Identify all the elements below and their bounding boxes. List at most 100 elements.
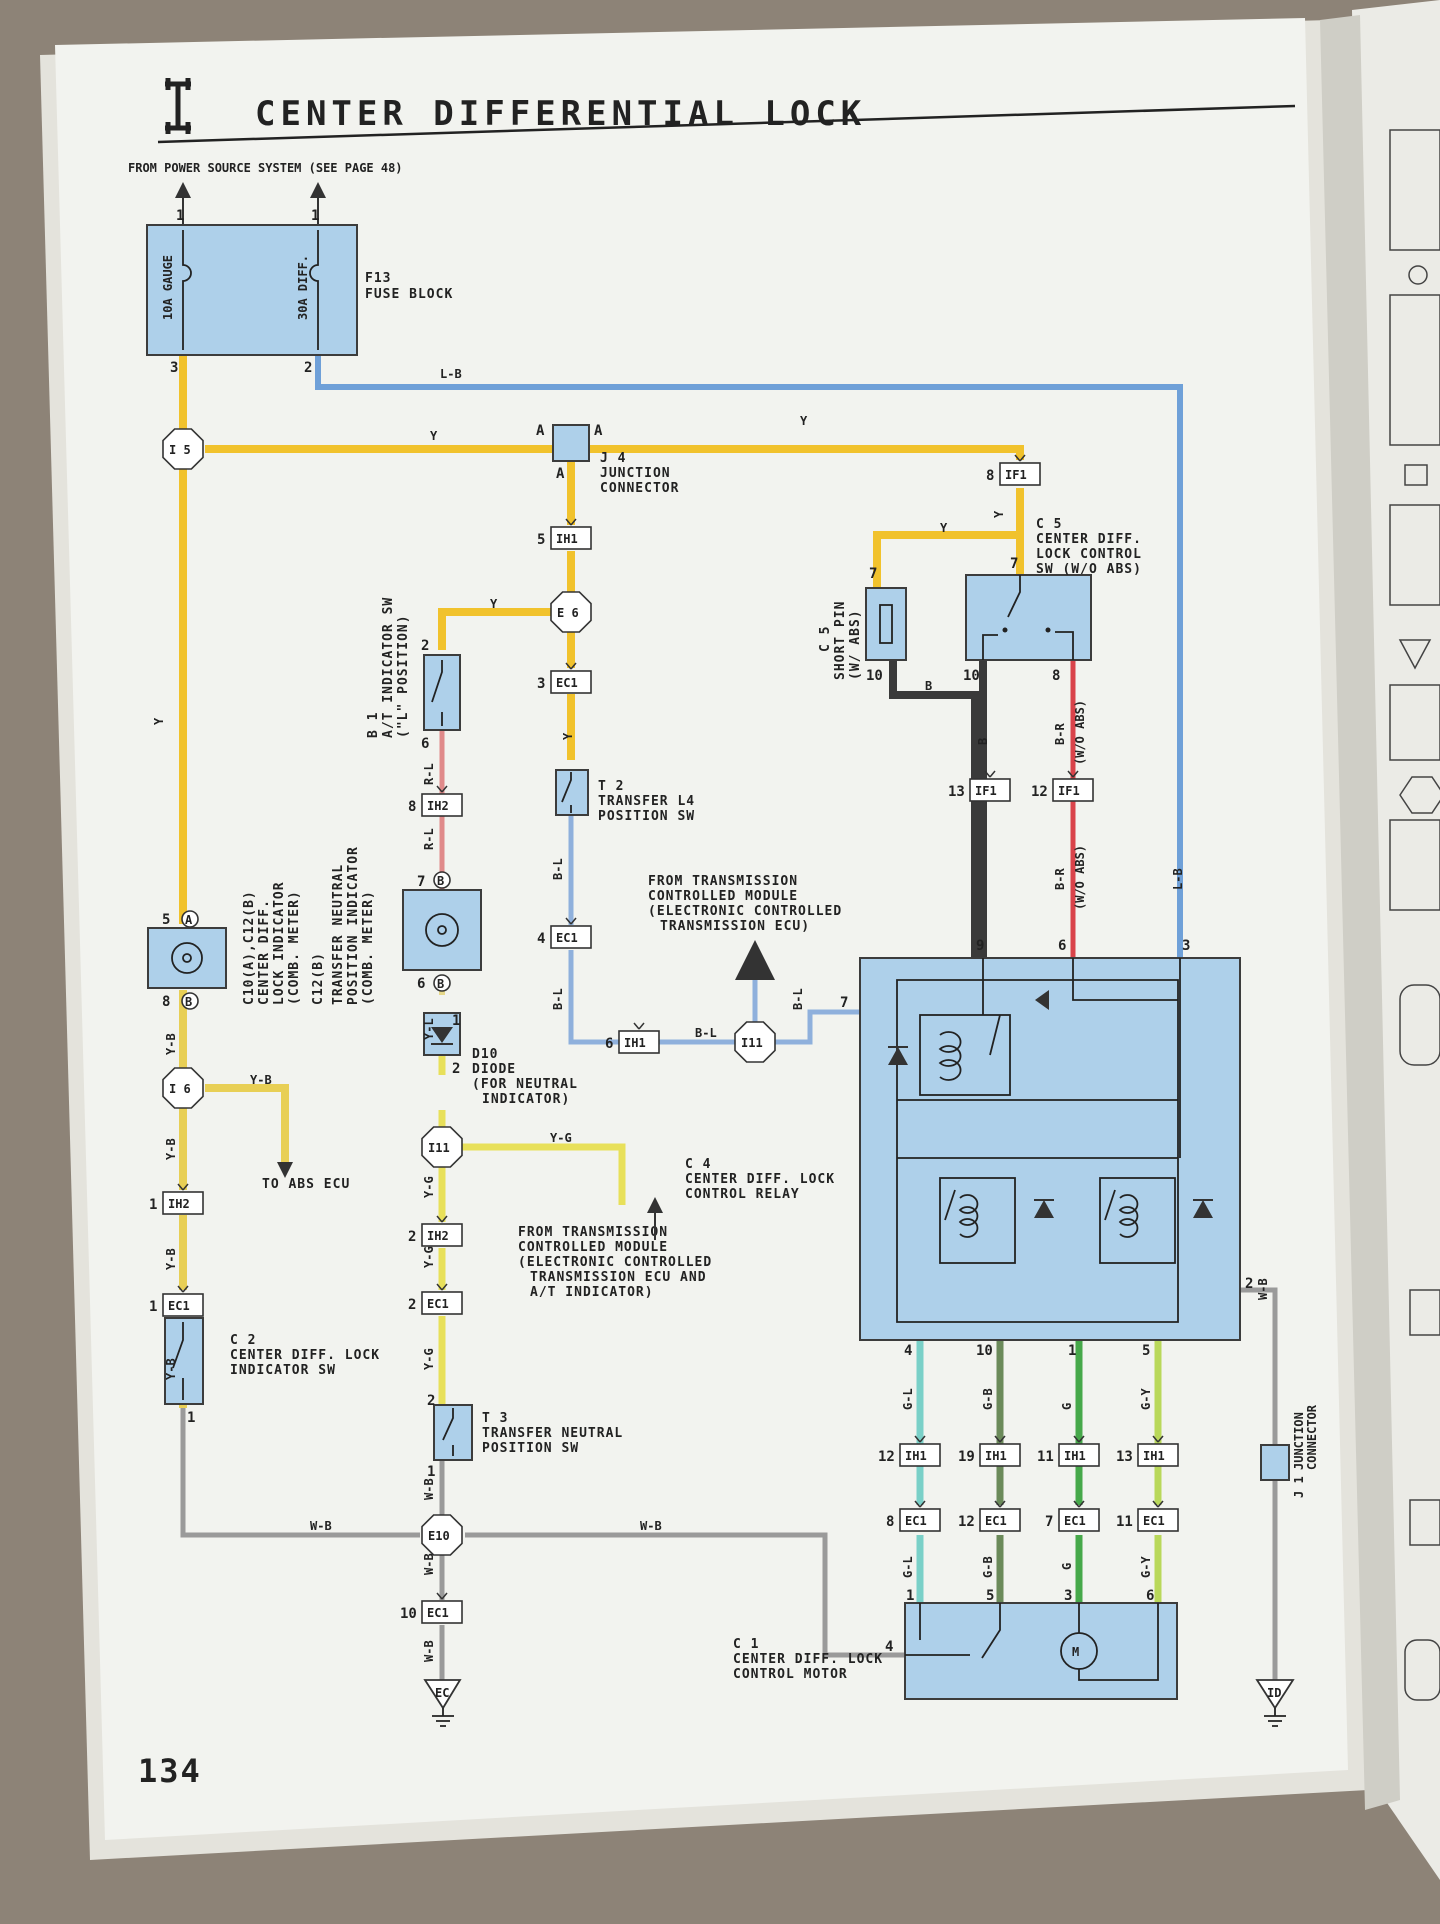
connector-code: EC1 xyxy=(985,1514,1007,1528)
junction-body xyxy=(552,424,590,462)
connector-code: IH1 xyxy=(1064,1449,1086,1463)
wire-color-label: Y-B xyxy=(164,1033,178,1055)
pin-label: 3 xyxy=(1182,938,1190,954)
connector-chevron xyxy=(1157,1435,1164,1443)
connector-chevron xyxy=(182,1285,189,1293)
pin-label: 6 xyxy=(1058,938,1066,954)
component-code: C 5 xyxy=(1036,517,1062,532)
connector-chevron xyxy=(436,1283,443,1291)
diode-icon xyxy=(431,1027,453,1043)
switch-icon xyxy=(561,772,572,813)
splice-label: I11 xyxy=(741,1036,763,1050)
switch-body xyxy=(555,769,589,816)
pin-label: 6 xyxy=(417,976,425,992)
pin-label: 1 xyxy=(427,1464,435,1480)
component-name: CENTER DIFF. xyxy=(257,899,272,1005)
splice-point xyxy=(162,1067,204,1109)
wire-color-label: G-L xyxy=(901,1388,915,1410)
switch-icon xyxy=(172,1322,184,1400)
component-name: TRANSFER NEUTRAL xyxy=(331,864,346,1005)
connector-code: IH2 xyxy=(427,1229,449,1243)
connector xyxy=(1137,1443,1179,1467)
wire-color-label: G-L xyxy=(901,1556,915,1578)
component-code: T 2 xyxy=(598,779,624,794)
pin-label: 6 xyxy=(1146,1588,1154,1604)
component-code: J 1 xyxy=(1292,1476,1306,1498)
switch-leads xyxy=(982,631,1074,660)
wire-color-label: L-B xyxy=(1171,868,1185,890)
diode-icon xyxy=(1035,990,1049,1010)
wire-color-label: W-B xyxy=(422,1640,436,1662)
connector-chevron xyxy=(989,770,996,778)
fuse-left-label: 10A GAUGE xyxy=(161,255,175,320)
connector-chevron xyxy=(914,1500,921,1508)
connector-chevron xyxy=(1073,1435,1080,1443)
short-pin-body xyxy=(865,587,907,661)
splice-label: I 5 xyxy=(169,443,191,457)
wire-color-label: B-L xyxy=(551,858,565,880)
splice-label: E 6 xyxy=(557,606,579,620)
lamp-icon xyxy=(182,953,192,963)
wire-color-label: (W/O ABS) xyxy=(1073,845,1087,910)
connector xyxy=(979,1508,1021,1532)
wire-color-label: Y-G xyxy=(550,1131,572,1145)
switch-icon xyxy=(431,660,443,726)
component-name: TRANSFER NEUTRAL xyxy=(482,1426,623,1441)
component-name: CENTER DIFF. LOCK xyxy=(685,1172,835,1187)
wire-color-label: B xyxy=(976,738,990,745)
connector xyxy=(162,1293,204,1317)
component-code: C 5 xyxy=(818,626,833,652)
component-name: SW (W/O ABS) xyxy=(1036,562,1142,577)
connector-chevron xyxy=(441,785,448,793)
component-name: CONNECTOR xyxy=(1305,1404,1319,1470)
wire-yb-abs xyxy=(205,1084,289,1165)
fuse-block-body xyxy=(146,224,358,356)
wire-wb-c1 xyxy=(465,1532,905,1658)
wire-color-label: G xyxy=(1060,1403,1074,1410)
connector-chevron xyxy=(436,1592,443,1600)
connector-code: IF1 xyxy=(975,784,997,798)
svg-text:(ELECTRONIC CONTROLLED: (ELECTRONIC CONTROLLED xyxy=(518,1255,712,1270)
wire-color-label: Y-B xyxy=(164,1138,178,1160)
wires xyxy=(175,182,1278,1680)
neutral-indicator-c12: 7 B 6 B C12(B) TRANSFER NEUTRAL POSITION… xyxy=(311,846,482,1005)
component-name: CENTER DIFF. LOCK xyxy=(733,1652,883,1667)
connector-pin: 1 xyxy=(149,1299,157,1315)
connector xyxy=(1058,1508,1100,1532)
connector-pin: 1 xyxy=(149,1197,157,1213)
component-code: J 4 xyxy=(600,451,626,466)
connector-pin: 7 xyxy=(1045,1514,1053,1530)
connector-code: IH1 xyxy=(556,532,578,546)
connector-pin: 11 xyxy=(1037,1449,1054,1465)
wire-color-label: Y xyxy=(152,717,166,725)
connector-chevron xyxy=(565,518,572,526)
connector-chevron xyxy=(1073,1500,1080,1508)
connector-chevron xyxy=(436,785,443,793)
connector-pin: 6 xyxy=(605,1036,613,1052)
wire-color-label: Y xyxy=(992,510,1006,518)
junction-connector-j4: A A A J 4 JUNCTION CONNECTOR xyxy=(536,423,678,496)
component-name: INDICATOR SW xyxy=(230,1363,336,1378)
connector-chevron xyxy=(565,662,572,670)
page-title: CENTER DIFFERENTIAL LOCK xyxy=(255,94,866,134)
connector-chevron xyxy=(999,1435,1006,1443)
indicator-switch-c2: 2 1 C 2 CENTER DIFF. LOCK INDICATOR SW xyxy=(164,1301,379,1426)
component-name: JUNCTION xyxy=(1292,1412,1306,1470)
pin-marker-letter: B xyxy=(437,977,444,991)
title-rule xyxy=(157,104,1296,144)
component-name: (COMB. METER) xyxy=(361,890,376,1005)
wire-color-label: Y xyxy=(430,429,438,443)
switch-body xyxy=(164,1317,204,1405)
wire-color-label: B-L xyxy=(695,1026,717,1040)
component-name: (W/ ABS) xyxy=(848,609,863,680)
connector-pin: 2 xyxy=(408,1297,416,1313)
relay-internal-circuit xyxy=(896,958,1181,1323)
connector xyxy=(550,670,592,694)
wire-color-label: Y-G xyxy=(422,1348,436,1370)
connector-pin: 4 xyxy=(537,931,545,947)
wire-y-b1 xyxy=(438,608,551,650)
wire-bl-c4 xyxy=(772,1009,860,1045)
svg-text:FROM TRANSMISSION: FROM TRANSMISSION xyxy=(648,874,798,889)
